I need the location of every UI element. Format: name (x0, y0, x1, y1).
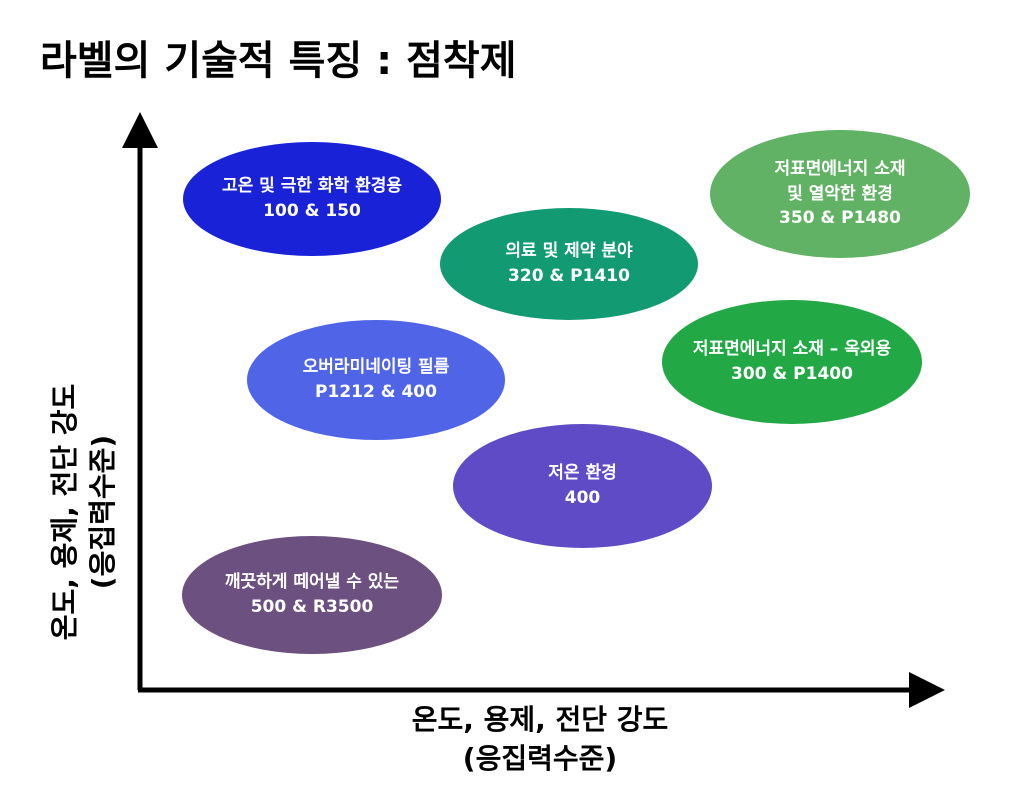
bubble-line: 저표면에너지 소재 – 옥외용 (692, 339, 892, 360)
bubble-high-temp-chemical: 고온 및 극한 화학 환경용 100 & 150 (183, 142, 441, 256)
bubble-line: 저온 환경 (548, 463, 617, 484)
bubble-low-surface-energy-outdoor: 저표면에너지 소재 – 옥외용 300 & P1400 (662, 300, 922, 424)
bubble-line: 오버라미네이팅 필름 (302, 357, 450, 378)
bubble-medical-pharma: 의료 및 제약 분야 320 & P1410 (440, 208, 698, 320)
x-axis-label-line-2: (응집력수준) (462, 742, 618, 776)
bubble-line: 의료 및 제약 분야 (505, 241, 633, 262)
bubble-line: P1212 & 400 (315, 382, 437, 402)
x-axis-label: 온도, 용제, 전단 강도 (응집력수준) (380, 700, 700, 778)
bubble-low-temperature: 저온 환경 400 (453, 424, 712, 548)
bubble-line: 고온 및 극한 화학 환경용 (221, 176, 403, 197)
y-axis-arrow (122, 112, 158, 148)
bubble-line: 깨끗하게 떼어낼 수 있는 (224, 572, 400, 593)
bubble-line: 400 (564, 488, 601, 508)
y-axis-label-line-1: 온도, 용제, 전단 강도 (48, 383, 82, 641)
x-axis-label-line-1: 온도, 용제, 전단 강도 (411, 703, 669, 736)
bubble-clean-removable: 깨끗하게 떼어낼 수 있는 500 & R3500 (182, 536, 442, 654)
bubble-line: 100 & 150 (263, 201, 361, 221)
page-title: 라벨의 기술적 특징 : 점착제 (40, 38, 517, 84)
bubble-line: 및 열악한 환경 (787, 183, 893, 204)
bubble-line: 350 & P1480 (779, 208, 901, 229)
bubble-line: 300 & P1400 (731, 364, 853, 384)
bubble-line: 저표면에너지 소재 (774, 159, 906, 180)
x-axis-arrow (909, 672, 945, 708)
bubble-line: 320 & P1410 (508, 266, 630, 286)
bubble-overlaminating-film: 오버라미네이팅 필름 P1212 & 400 (247, 320, 505, 440)
bubble-low-surface-energy-harsh: 저표면에너지 소재 및 열악한 환경 350 & P1480 (710, 130, 970, 258)
y-axis-label-line-2: (응집력수준) (86, 434, 119, 590)
bubble-line: 500 & R3500 (250, 597, 374, 617)
